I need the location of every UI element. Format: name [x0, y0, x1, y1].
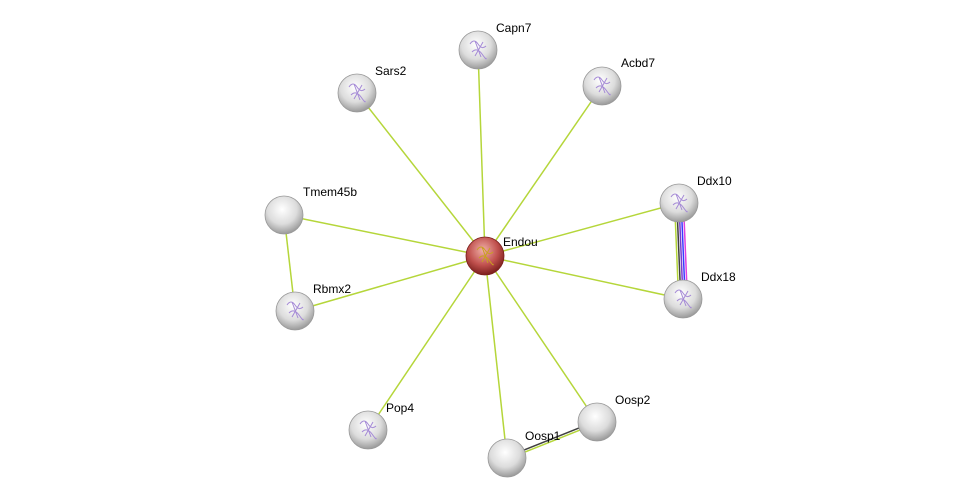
edge-endou-ddx18[interactable] — [484, 255, 684, 300]
protein-structure-icon — [476, 246, 494, 266]
node-endou[interactable]: Endou — [465, 235, 538, 276]
node-label: Oosp1 — [525, 429, 561, 443]
edge-endou-capn7[interactable] — [477, 49, 486, 257]
protein-structure-icon — [286, 301, 304, 321]
node-tmem45b[interactable]: Tmem45b — [264, 185, 357, 235]
node-ddx18[interactable]: Ddx18 — [663, 270, 736, 319]
edge-endou-acbd7[interactable] — [484, 85, 603, 257]
edge-endou-oosp1[interactable] — [484, 255, 508, 459]
node-label: Tmem45b — [303, 185, 357, 199]
edge-endou-rbmx2[interactable] — [294, 255, 486, 312]
edge-endou-ddx10[interactable] — [484, 202, 680, 257]
protein-structure-icon — [670, 193, 688, 213]
node-label: Capn7 — [496, 21, 532, 35]
node-label: Ddx10 — [697, 174, 732, 188]
node-label: Oosp2 — [615, 393, 651, 407]
node-acbd7[interactable]: Acbd7 — [582, 56, 655, 106]
edge-endou-tmem45b[interactable] — [283, 214, 486, 257]
node-label: Sars2 — [375, 64, 407, 78]
node-pop4[interactable]: Pop4 — [348, 401, 414, 450]
node-label: Acbd7 — [621, 56, 655, 70]
node-label: Rbmx2 — [313, 282, 351, 296]
edge-endou-pop4[interactable] — [367, 255, 486, 431]
protein-structure-icon — [469, 40, 487, 60]
node-label: Endou — [503, 235, 538, 249]
node-capn7[interactable]: Capn7 — [458, 21, 532, 70]
node-sphere[interactable] — [264, 195, 304, 235]
node-ddx10[interactable]: Ddx10 — [659, 174, 732, 223]
node-oosp1[interactable]: Oosp1 — [487, 429, 561, 478]
protein-structure-icon — [359, 420, 377, 440]
edge-endou-sars2[interactable] — [356, 92, 486, 257]
node-label: Ddx18 — [701, 270, 736, 284]
node-label: Pop4 — [386, 401, 414, 415]
node-sphere[interactable] — [487, 438, 527, 478]
protein-structure-icon — [593, 76, 611, 96]
edge-endou-oosp2[interactable] — [484, 255, 598, 423]
node-rbmx2[interactable]: Rbmx2 — [275, 282, 351, 331]
node-oosp2[interactable]: Oosp2 — [577, 393, 651, 442]
protein-structure-icon — [348, 83, 366, 103]
node-sars2[interactable]: Sars2 — [337, 64, 407, 113]
node-sphere[interactable] — [577, 402, 617, 442]
protein-structure-icon — [674, 289, 692, 309]
